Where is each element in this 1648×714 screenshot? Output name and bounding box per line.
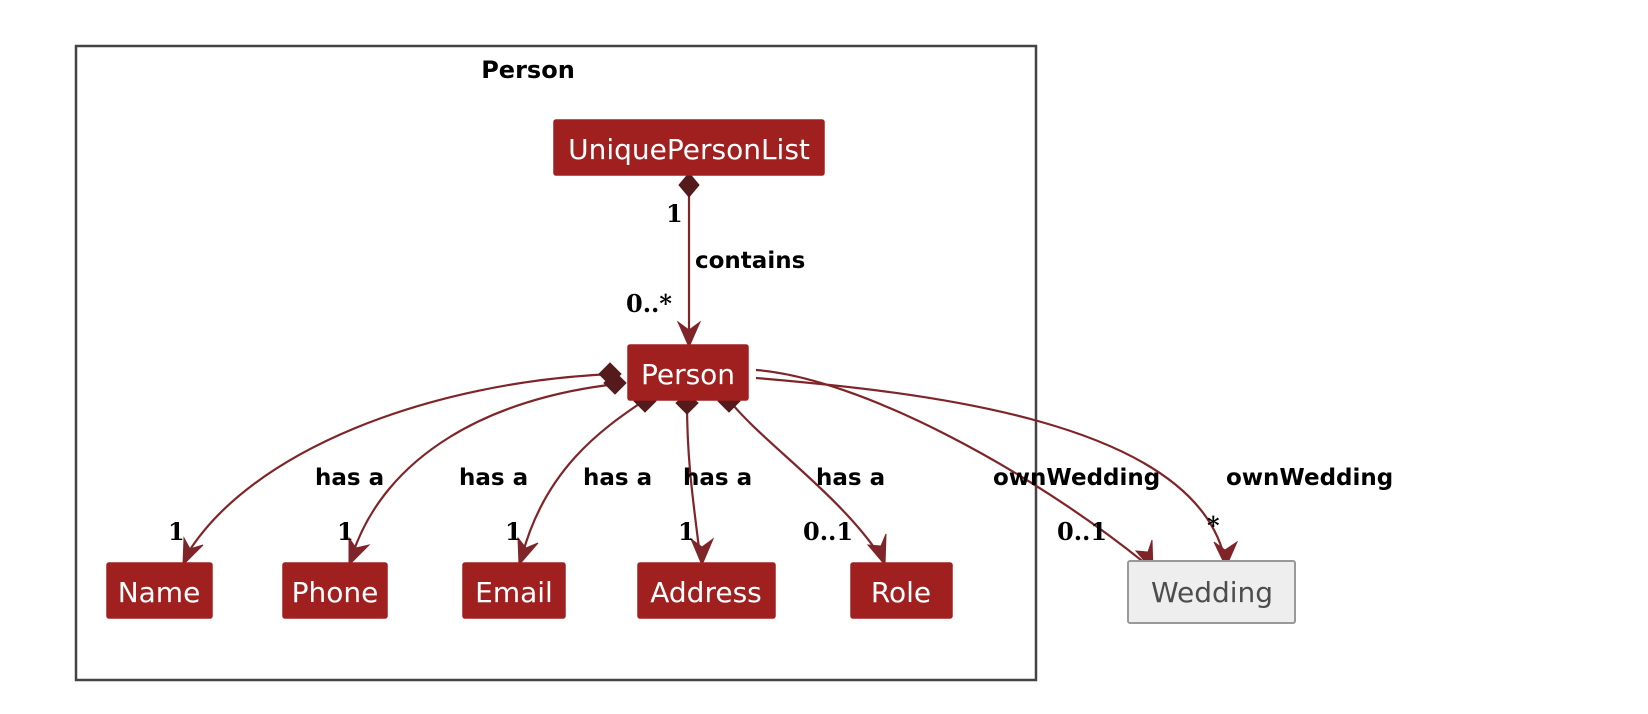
composition-diamond [678, 172, 700, 198]
link-line [755, 376, 1226, 557]
class-label: Role [871, 576, 931, 609]
class-box-email[interactable]: Email [462, 562, 566, 619]
multiplicity-address: 1 [678, 517, 695, 546]
class-label: Email [475, 576, 553, 609]
link-line [185, 372, 613, 557]
class-label: Wedding [1151, 576, 1273, 609]
arrowhead [689, 537, 715, 567]
link-contains[interactable] [676, 172, 702, 349]
class-box-person[interactable]: Person [627, 344, 749, 401]
arrowhead [866, 533, 887, 567]
arrowhead [348, 536, 371, 567]
link-line [520, 399, 646, 557]
edge-label-contains: contains [695, 248, 805, 274]
class-box-wedding[interactable]: Wedding [1127, 560, 1296, 624]
multiplicity-contains-source: 1 [666, 199, 683, 228]
link-line [350, 382, 618, 557]
multiplicity-phone: 1 [337, 517, 354, 546]
class-box-role[interactable]: Role [850, 562, 953, 619]
class-box-uniquepersonlist[interactable]: UniquePersonList [553, 119, 825, 176]
link-line [685, 401, 702, 557]
arrowhead [676, 320, 702, 349]
link-own-wedding-star[interactable] [755, 376, 1239, 569]
class-box-rect [637, 562, 776, 619]
class-box-rect [850, 562, 953, 619]
class-box-phone[interactable]: Phone [282, 562, 388, 619]
multiplicity-own-wedding-star: * [1207, 511, 1220, 540]
class-label: Name [118, 576, 201, 609]
link-line [728, 399, 881, 557]
composition-diamond [603, 371, 627, 395]
multiplicity-contains-target: 0..* [626, 289, 672, 318]
multiplicity-own-wedding-0-1: 0..1 [1057, 517, 1107, 546]
class-label: UniquePersonList [568, 133, 810, 166]
edge-label-has-a-name: has a [315, 465, 384, 491]
package-title: Person [481, 56, 575, 84]
arrowhead [182, 536, 204, 567]
class-label: Phone [292, 576, 379, 609]
edge-label-has-a-email: has a [583, 465, 652, 491]
class-label: Address [650, 576, 762, 609]
class-label: Person [641, 358, 735, 391]
arrowhead [1213, 540, 1239, 569]
class-box-rect [627, 344, 749, 401]
edge-label-has-a-address: has a [683, 465, 752, 491]
class-box-rect [462, 562, 566, 619]
multiplicity-name: 1 [168, 517, 185, 546]
edge-label-own-wedding-0-1: ownWedding [993, 465, 1160, 491]
multiplicity-email: 1 [505, 517, 522, 546]
class-box-rect [106, 562, 213, 619]
arrowhead [517, 536, 539, 567]
class-box-name[interactable]: Name [106, 562, 213, 619]
link-line [755, 368, 1147, 565]
class-box-rect [553, 119, 825, 176]
multiplicity-role: 0..1 [803, 517, 853, 546]
edge-label-has-a-phone: has a [459, 465, 528, 491]
edge-label-has-a-role: has a [816, 465, 885, 491]
edge-label-own-wedding-star: ownWedding [1226, 465, 1393, 491]
class-box-rect [1127, 560, 1296, 624]
class-box-rect [282, 562, 388, 619]
link-has-a-phone[interactable] [348, 371, 627, 567]
class-box-address[interactable]: Address [637, 562, 776, 619]
